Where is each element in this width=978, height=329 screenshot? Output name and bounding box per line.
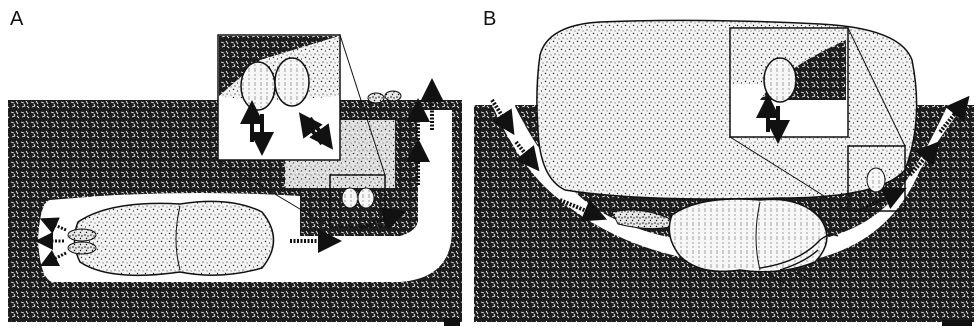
panel-b-diagram <box>474 20 974 326</box>
panel-b-scale-bar <box>942 320 972 326</box>
stone <box>537 20 917 199</box>
panel-b-inset <box>730 28 848 137</box>
panel-a-inset <box>218 35 340 160</box>
panel-a-diagram <box>8 35 462 326</box>
worm-a <box>68 201 274 275</box>
panel-a-scale-bar <box>444 318 460 326</box>
